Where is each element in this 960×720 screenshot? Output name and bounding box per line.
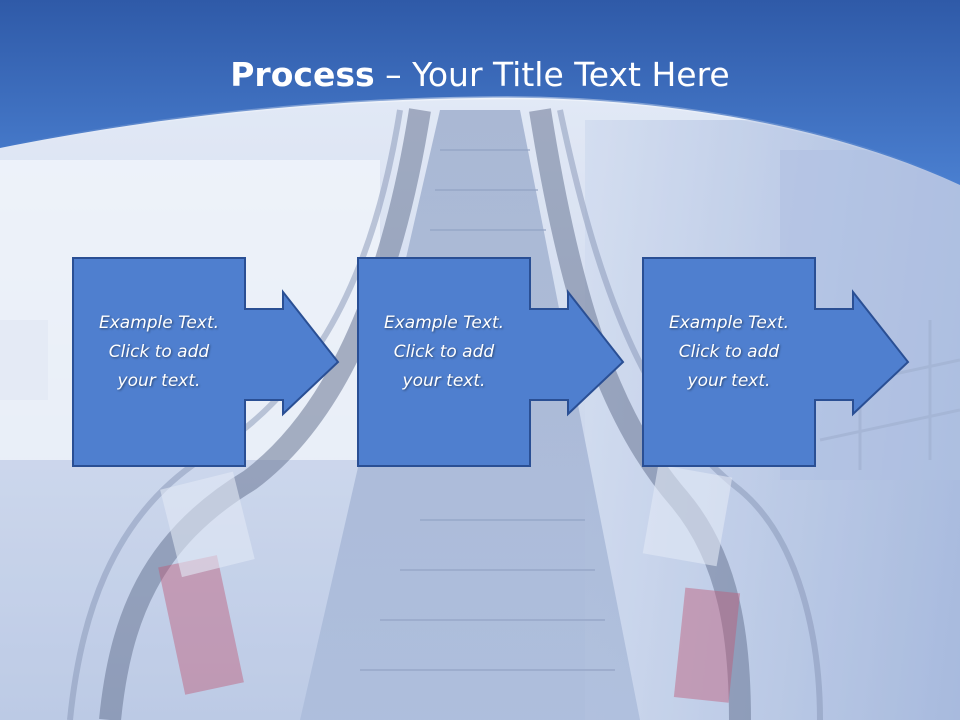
step-text: Example Text. Click to add your text. [642,309,816,396]
page-title[interactable]: Process – Your Title Text Here [0,52,960,98]
step-text-line: Click to add [108,342,210,362]
step-arrow-shape [642,257,910,467]
step-text-line: Example Text. [383,313,505,333]
step-text: Example Text. Click to add your text. [72,309,246,396]
process-step-3[interactable]: Example Text. Click to add your text. [642,257,932,467]
step-text-line: your text. [117,371,201,391]
header-band [0,0,960,187]
step-text-line: Click to add [393,342,495,362]
step-arrow-shape [357,257,625,467]
step-text: Example Text. Click to add your text. [357,309,531,396]
process-step-2[interactable]: Example Text. Click to add your text. [357,257,647,467]
step-text-line: your text. [687,371,771,391]
step-text-line: Example Text. [668,313,790,333]
process-step-1[interactable]: Example Text. Click to add your text. [72,257,362,467]
title-bold: Process [230,55,375,94]
step-text-line: your text. [402,371,486,391]
step-arrow-shape [72,257,340,467]
step-text-line: Example Text. [98,313,220,333]
title-rest: – Your Title Text Here [374,55,730,94]
step-text-line: Click to add [678,342,780,362]
